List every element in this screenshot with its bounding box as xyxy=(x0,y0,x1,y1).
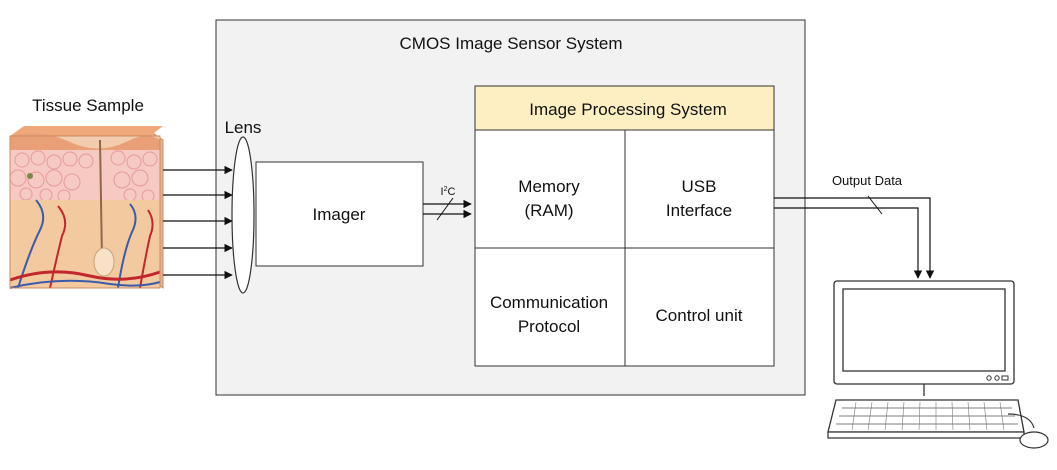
imager-label: Imager xyxy=(313,205,366,224)
i2c-label: I2C xyxy=(441,186,456,198)
tissue-sample-label: Tissue Sample xyxy=(32,96,144,115)
light-arrows xyxy=(163,165,233,280)
memory-label: Memory xyxy=(518,177,580,196)
computer-icon xyxy=(827,280,1049,449)
control-unit-label: Control unit xyxy=(656,306,743,325)
mouse-icon xyxy=(1019,431,1049,449)
protocol-label: Protocol xyxy=(518,317,580,336)
usb-interface-label: Interface xyxy=(666,201,732,220)
memory-label-ram: (RAM) xyxy=(524,201,573,220)
communication-label: Communication xyxy=(490,293,608,312)
ips-header xyxy=(474,85,775,131)
output-data-label: Output Data xyxy=(832,173,903,188)
tissue-sample-illustration xyxy=(9,126,164,289)
i2c-bus xyxy=(423,197,472,221)
ips-title: Image Processing System xyxy=(529,100,726,119)
lens-shape xyxy=(231,136,255,294)
lens-label: Lens xyxy=(225,118,262,137)
usb-label: USB xyxy=(682,177,717,196)
cmos-system-title: CMOS Image Sensor System xyxy=(400,34,623,53)
output-data-lines xyxy=(774,195,935,279)
